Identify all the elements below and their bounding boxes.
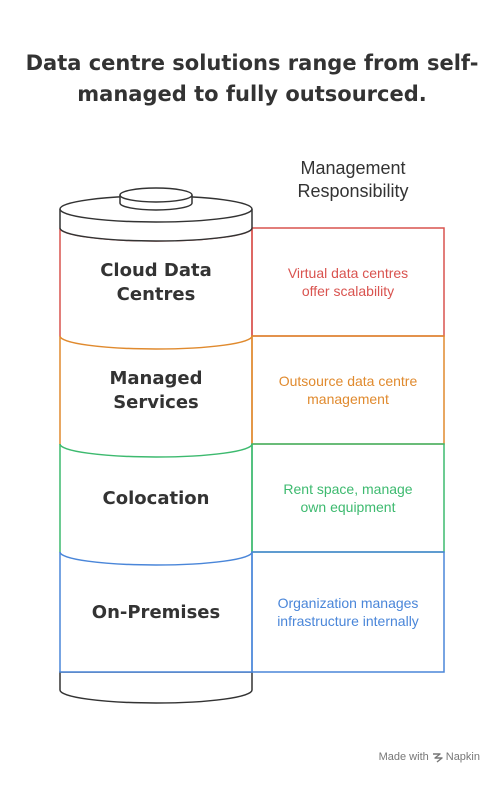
layer-label-line: Colocation [103,488,210,509]
layer-label-line: Centres [117,284,196,305]
layer-label-line: Services [113,392,199,413]
description-text: Rent space, manage own equipment [283,481,413,515]
layer-label-line: Managed [110,368,203,389]
column-heading: Management Responsibility [297,158,409,201]
footer-brand: Napkin [445,751,480,763]
cylinder-band-3: Colocation [59,443,253,566]
description-text-3: Rent space, manage own equipment [252,444,444,552]
cylinder-top [59,187,253,242]
diagram-title: Data centre solutions range from self-ma… [25,51,479,106]
description-text-2: Outsource data centre management [252,336,444,444]
layer-label-line: Cloud Data [100,260,212,281]
description-text: Organization manages infrastructure inte… [277,595,419,629]
description-box-4 [251,551,445,673]
description-text-1: Virtual data centres offer scalability [252,228,444,336]
description-text: Outsource data centre management [278,373,418,407]
napkin-logo-icon [432,752,443,763]
cylinder-base [59,671,253,704]
description-text: Virtual data centres offer scalability [287,265,409,299]
layer-label-3: Colocation [103,488,210,509]
footer-credit: Made with Napkin [379,751,480,763]
cylinder-band-4: On-Premises [59,551,253,673]
layer-label-line: On-Premises [92,602,220,623]
footer-made-with: Made with [378,751,429,763]
layer-label-4: On-Premises [92,602,220,623]
description-text-4: Organization manages infrastructure inte… [252,552,444,672]
